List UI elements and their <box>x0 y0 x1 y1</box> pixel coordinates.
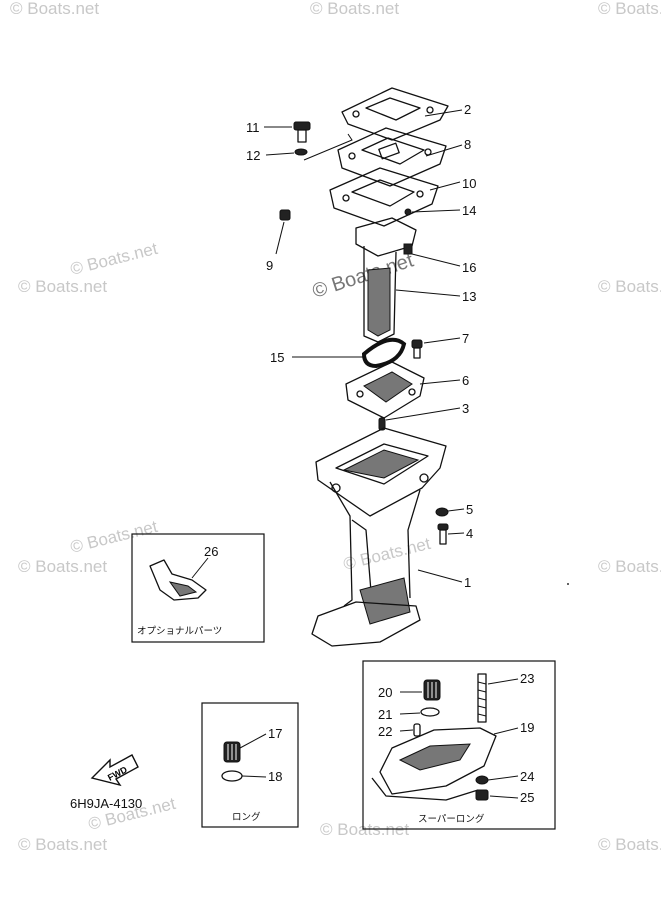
optional-parts-caption: オプショナルパーツ <box>137 626 222 637</box>
callout-21: 21 <box>378 707 392 722</box>
part-9-bolt <box>279 209 291 221</box>
watermark-edge: © Boats.net <box>68 517 159 557</box>
callout-18: 18 <box>268 769 282 784</box>
callout-11: 11 <box>246 120 260 135</box>
callouts-main: 2 8 10 14 16 13 11 12 9 15 7 6 3 5 4 1 <box>246 102 476 590</box>
callout-24: 24 <box>520 769 534 784</box>
part-18-ring <box>221 770 243 782</box>
super-long-box: 20 21 22 23 19 24 25 スーパーロング <box>362 660 556 830</box>
speck <box>567 583 569 585</box>
fwd-arrow: FWD <box>90 754 139 787</box>
part-6-cover <box>345 361 425 419</box>
callout-13: 13 <box>462 289 476 304</box>
callout-3: 3 <box>462 401 469 416</box>
watermark-edge: © Boats.net <box>18 835 107 854</box>
watermark-edge: © Boats.net <box>598 835 661 854</box>
super-long-caption: スーパーロング <box>418 813 485 825</box>
long-caption: ロング <box>232 811 261 823</box>
part-12-washer <box>294 148 308 156</box>
callout-4: 4 <box>466 526 473 541</box>
callout-19: 19 <box>520 720 534 735</box>
callout-8: 8 <box>464 137 471 152</box>
part-15-seal <box>361 337 407 369</box>
part-1-upper-casing <box>311 427 447 647</box>
callout-26: 26 <box>204 544 218 559</box>
callout-17: 17 <box>268 726 282 741</box>
callout-22: 22 <box>378 724 392 739</box>
callout-12: 12 <box>246 148 260 163</box>
leader-11-12-bracket <box>303 133 353 161</box>
callout-1: 1 <box>464 575 471 590</box>
callout-15: 15 <box>270 350 284 365</box>
part-22-pin <box>413 723 421 737</box>
callout-7: 7 <box>462 331 469 346</box>
watermark-edge: © Boats.net <box>310 0 399 18</box>
watermark-edge: © Boats.net <box>598 277 661 296</box>
part-4-bolt <box>437 523 449 545</box>
callout-6: 6 <box>462 373 469 388</box>
callout-10: 10 <box>462 176 476 191</box>
part-2-plate <box>341 87 449 141</box>
part-14-washer <box>404 208 412 216</box>
watermark-edge: © Boats.net <box>10 0 99 18</box>
callout-9: 9 <box>266 258 273 273</box>
watermark-center: © Boats.net <box>310 249 417 302</box>
watermark-edge: © Boats.net <box>68 239 159 279</box>
part-20-gear <box>423 679 441 701</box>
callout-2: 2 <box>464 102 471 117</box>
part-23-stud <box>477 673 487 723</box>
watermark-edge: © Boats.net <box>18 557 107 576</box>
part-25-nut <box>475 789 489 801</box>
watermark-edge: © Boats.net <box>18 277 107 296</box>
part-24-washer <box>475 775 489 785</box>
callout-5: 5 <box>466 502 473 517</box>
callout-20: 20 <box>378 685 392 700</box>
part-10-plate <box>329 167 439 227</box>
diagram-code: 6H9JA-4130 <box>70 796 142 811</box>
part-11-bolt <box>293 121 311 143</box>
optional-parts-box: 26 オプショナルパーツ <box>131 533 265 643</box>
watermark-edge: © Boats.net <box>598 557 661 576</box>
part-17-gear <box>223 741 241 763</box>
watermark-edge: © Boats.net <box>341 534 432 574</box>
callout-23: 23 <box>520 671 534 686</box>
part-3-dowel <box>378 417 386 431</box>
callout-25: 25 <box>520 790 534 805</box>
callout-16: 16 <box>462 260 476 275</box>
callout-14: 14 <box>462 203 476 218</box>
part-5-nut <box>435 507 449 517</box>
watermarks: © Boats.net © Boats.net © Boats.net © Bo… <box>10 0 661 854</box>
part-21-ring <box>420 707 440 717</box>
watermark-edge: © Boats.net <box>598 0 661 18</box>
long-box: 17 18 ロング <box>201 702 299 828</box>
part-8-gasket <box>337 127 447 187</box>
part-7-bolt <box>411 339 423 359</box>
part-19-extension <box>371 727 497 801</box>
